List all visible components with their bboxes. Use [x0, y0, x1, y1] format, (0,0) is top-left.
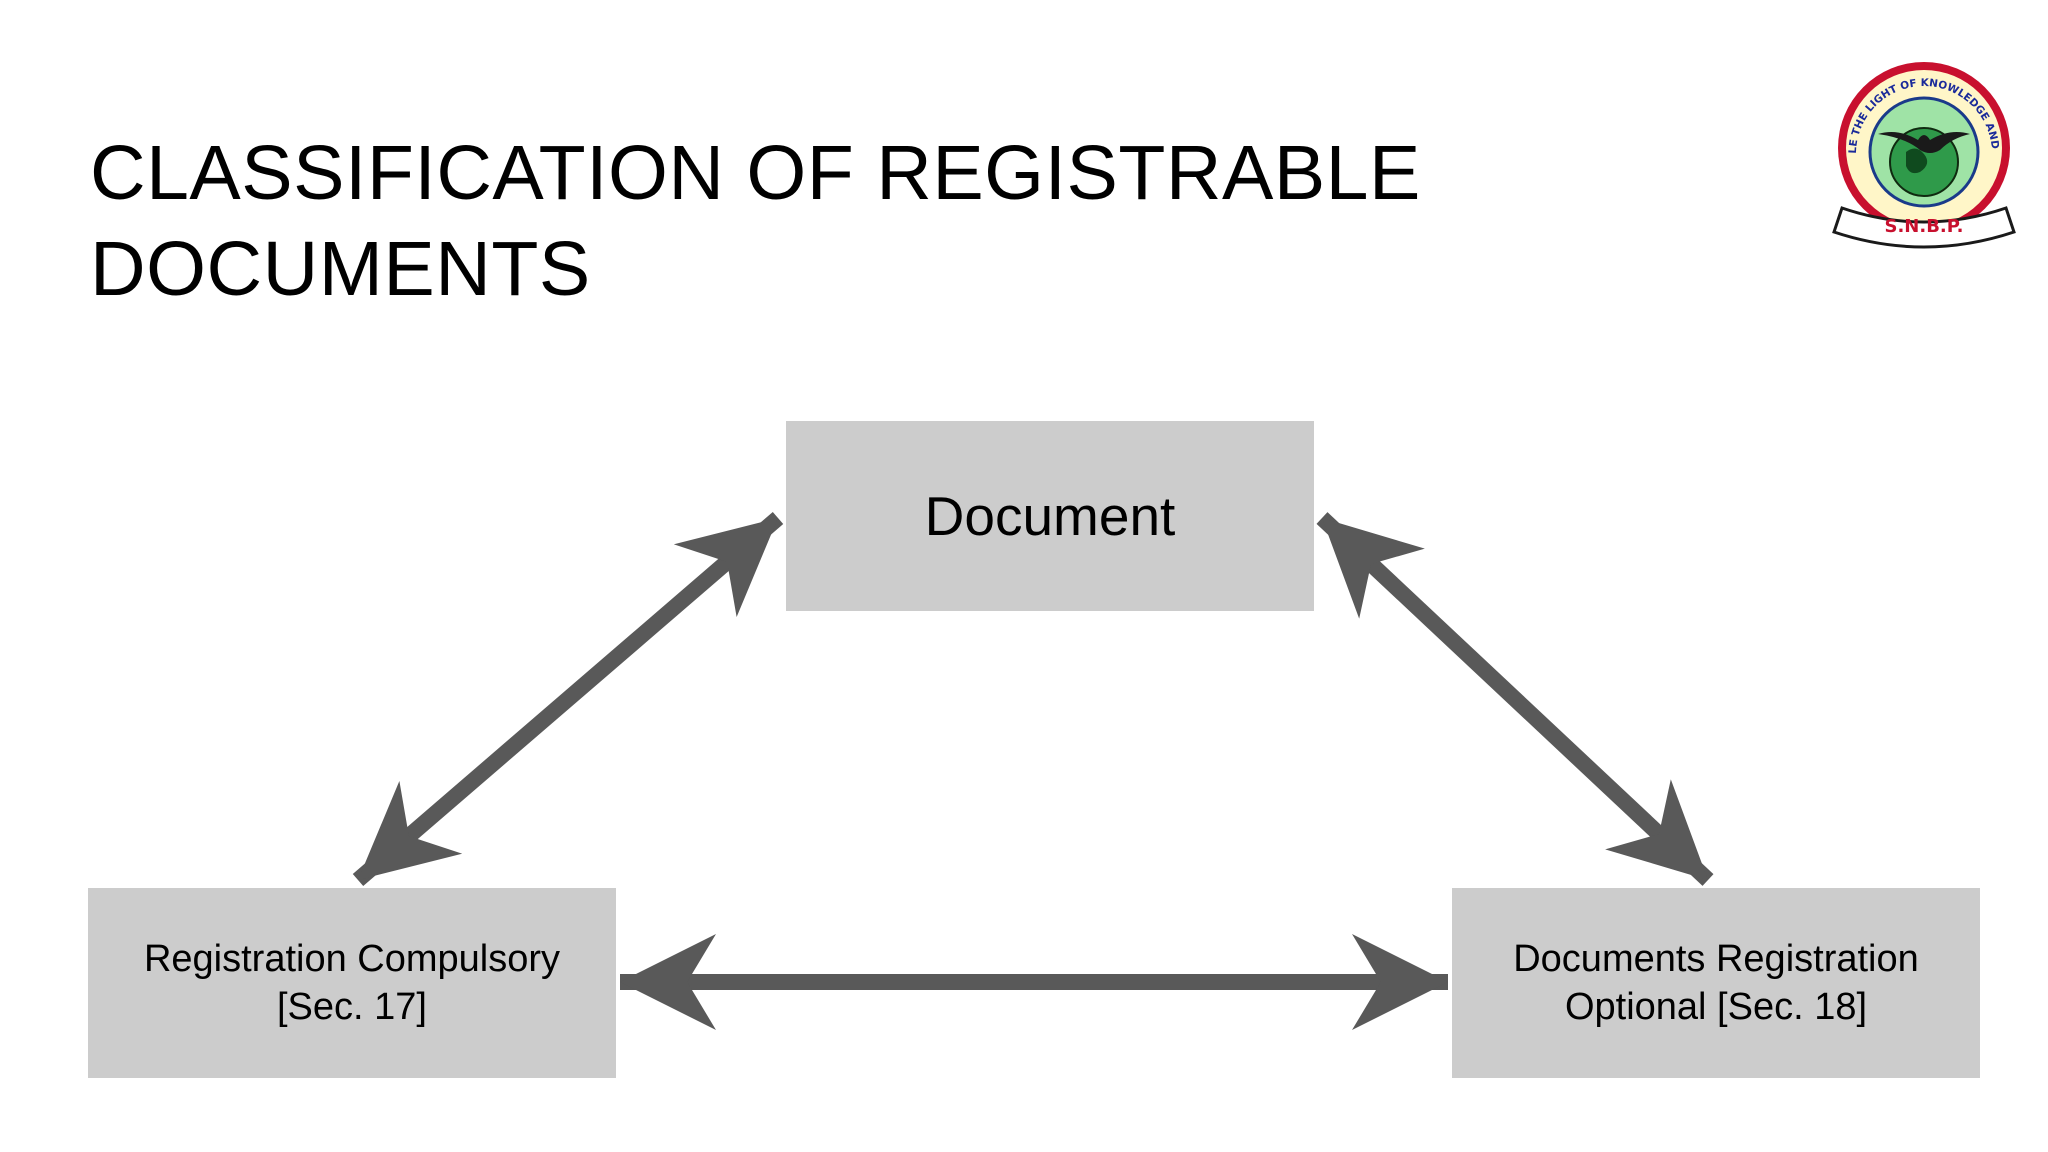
node-registration-optional: Documents Registration Optional [Sec. 18… — [1452, 888, 1980, 1078]
node-optional-line-2: Optional [Sec. 18] — [1564, 986, 1868, 1028]
eagle-icon — [1878, 132, 1970, 153]
node-document-label: Document — [924, 485, 1176, 547]
snbp-logo: KINDLE THE LIGHT OF KNOWLEDGE AND LOVE S… — [1826, 56, 2016, 249]
node-document: Document — [786, 421, 1314, 611]
node-compulsory-line-1: Registration Compulsory — [143, 938, 561, 980]
arrow-document-to-optional — [1316, 512, 1714, 886]
node-registration-compulsory: Registration Compulsory [Sec. 17] — [88, 888, 616, 1078]
slide-title: CLASSIFICATION OF REGISTRABLE DOCUMENTS — [90, 125, 1590, 317]
slide-title-line-2: DOCUMENTS — [90, 226, 591, 312]
logo-name: S.N.B.P. — [1885, 216, 1964, 237]
node-optional-line-1: Documents Registration — [1513, 938, 1919, 980]
arrow-document-to-compulsory — [352, 511, 784, 887]
slide-title-line-1: CLASSIFICATION OF REGISTRABLE — [90, 130, 1421, 216]
node-compulsory-line-2: [Sec. 17] — [277, 986, 427, 1028]
